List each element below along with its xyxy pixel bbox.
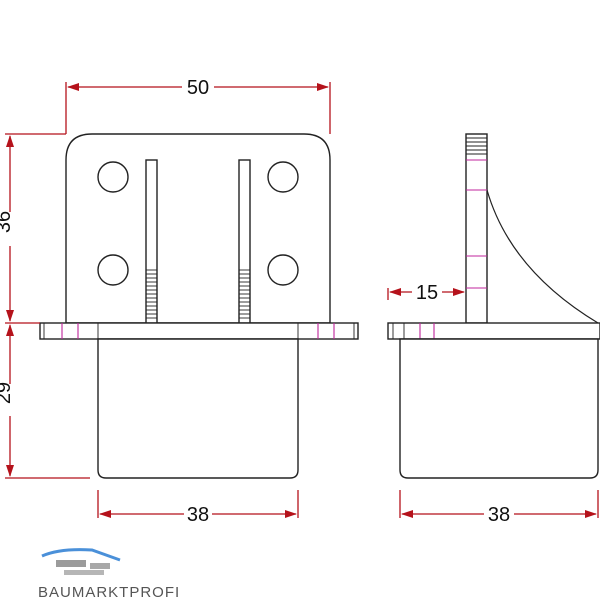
front-foot-flange [39,322,359,340]
dimension-15: 15 [387,282,465,304]
dimension-29: 29 [0,324,90,479]
front-hole-top-left [97,161,129,193]
front-base-block [97,338,299,479]
side-foot-marks [392,323,435,339]
front-hole-bottom-right [267,254,299,286]
logo-text: BAUMARKTPROFI [38,584,180,600]
side-gusset [486,189,599,324]
dimension-36: 36 [0,133,66,324]
side-plate-marks [466,159,487,289]
front-slot-left [145,159,158,324]
dim-label-side-base: 38 [488,504,510,526]
dimension-50: 50 [65,77,331,134]
baumarktprofi-logo: BAUMARKTPROFI [38,548,180,600]
front-hole-top-right [267,161,299,193]
front-slot-serrations [146,269,250,319]
dim-label-upper-height: 36 [0,211,15,233]
dim-label-width-top: 50 [187,77,209,99]
dim-label-front-base: 38 [187,504,209,526]
dim-label-lower-height: 29 [0,382,15,404]
side-view [387,133,600,479]
dimension-38-front: 38 [97,490,299,526]
side-base-block [399,338,599,479]
front-hole-bottom-left [97,254,129,286]
front-view [39,133,359,479]
front-slot-right [238,159,251,324]
front-flange-marks [61,323,335,339]
side-vertical-plate [465,133,488,324]
dimension-38-side: 38 [399,490,599,526]
front-upright-plate [65,133,331,324]
dim-label-side-offset: 15 [416,282,438,304]
side-plate-teeth [466,137,487,155]
